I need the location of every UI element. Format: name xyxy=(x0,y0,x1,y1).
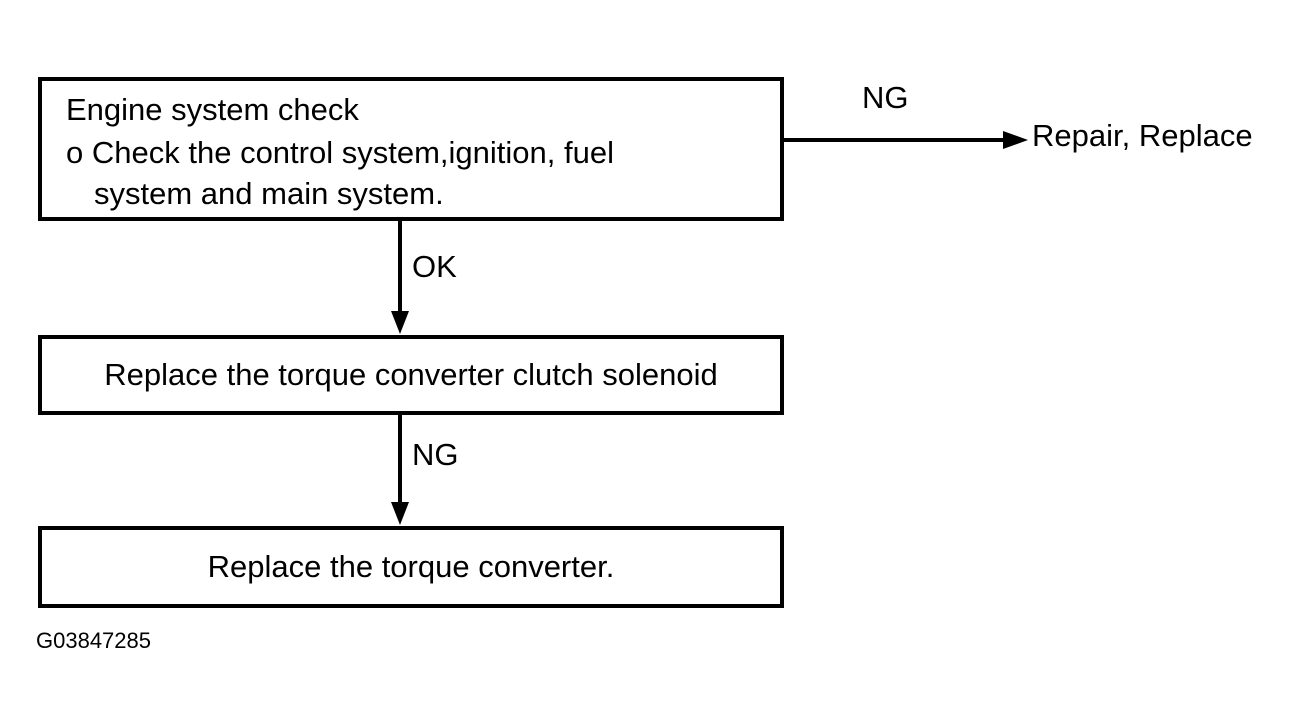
arrow-ng-right-head xyxy=(1003,131,1028,149)
arrow-ok-down-head xyxy=(391,311,409,334)
arrow-ng-down-head xyxy=(391,502,409,525)
bullet-text-2: system and main system. xyxy=(94,175,444,211)
branch-ng-label: NG xyxy=(412,437,459,472)
bullet-marker: o xyxy=(66,135,84,170)
step-title: Engine system check xyxy=(66,92,359,127)
step-replace-solenoid-box: Replace the torque converter clutch sole… xyxy=(38,335,784,415)
outcome-repair-replace: Repair, Replace xyxy=(1032,118,1253,153)
step-replace-converter-box: Replace the torque converter. xyxy=(38,526,784,608)
figure-id: G03847285 xyxy=(36,628,151,653)
step-engine-system-check-box: Engine system check o Check the control … xyxy=(38,77,784,221)
step-text: Replace the torque converter clutch sole… xyxy=(104,357,718,392)
step-text: Replace the torque converter. xyxy=(207,549,615,584)
step-bullet: o Check the control system,ignition, fue… xyxy=(66,133,746,215)
branch-ng-label: NG xyxy=(862,80,909,115)
bullet-line-1: o Check the control system,ignition, fue… xyxy=(66,133,746,174)
branch-ok-label: OK xyxy=(412,249,457,284)
bullet-text-1: Check the control system,ignition, fuel xyxy=(91,135,614,170)
